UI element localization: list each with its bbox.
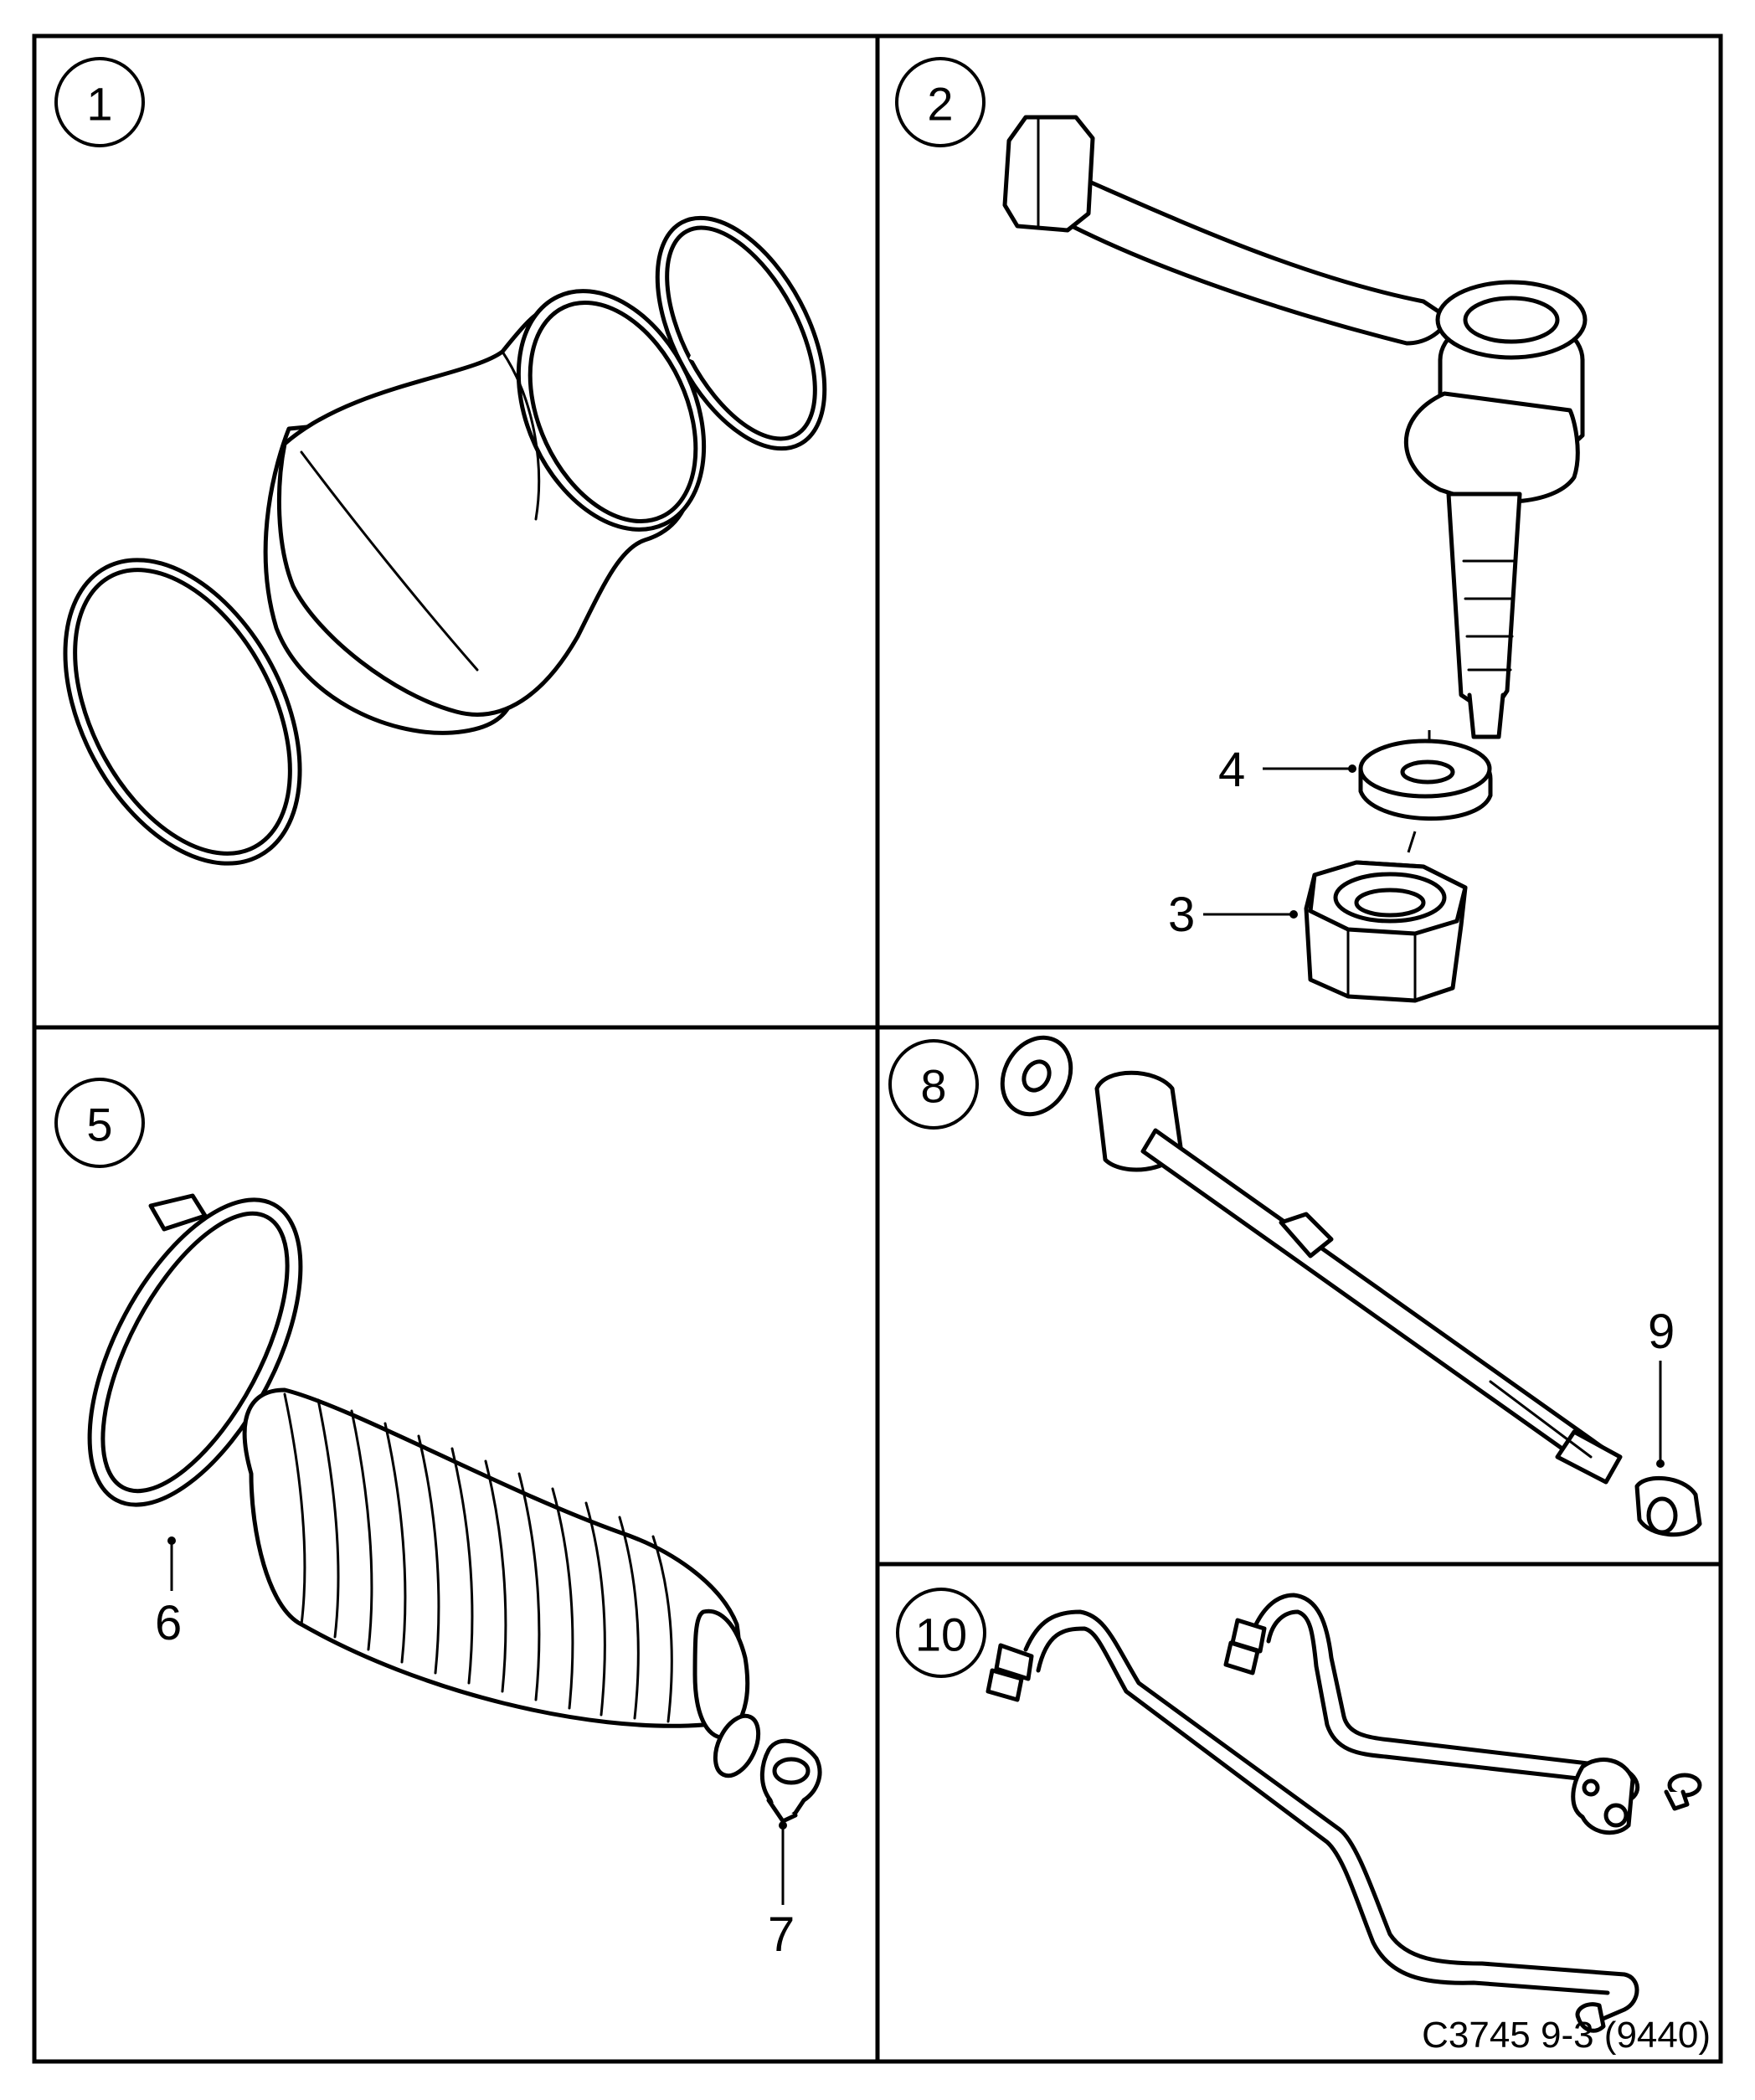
rack-bellows [242, 1387, 761, 1778]
hydraulic-line-a [986, 1609, 1639, 2033]
panel-badge-1: 1 [54, 57, 145, 147]
panel-badge-10: 10 [896, 1588, 986, 1678]
svg-text:8: 8 [920, 1060, 946, 1113]
inner-tie-rod [1094, 1070, 1623, 1485]
callout-clamp-large: 6 [155, 1536, 182, 1650]
svg-text:9: 9 [1648, 1305, 1675, 1359]
boot-clamp-ring-small [655, 215, 827, 451]
callout-washer: 4 [1218, 743, 1356, 797]
lock-nut [1634, 1475, 1702, 1537]
ball-joint-boot [263, 289, 707, 735]
bellows-clamp-small [759, 1738, 822, 1824]
callout-clamp-small: 7 [768, 1821, 795, 1962]
line-bracket [1571, 1758, 1635, 1835]
lock-washer [1000, 1035, 1073, 1117]
panel-badge-2: 2 [895, 57, 986, 147]
svg-text:3: 3 [1168, 888, 1195, 942]
callout-nut: 3 [1168, 888, 1298, 942]
washer [1358, 739, 1493, 821]
bracket-bolt [1664, 1773, 1702, 1811]
boot-clamp-ring-large [63, 558, 302, 866]
svg-text:4: 4 [1218, 743, 1245, 797]
tie-rod-end [1002, 115, 1588, 739]
svg-text:6: 6 [155, 1596, 182, 1650]
panel-badge-8: 8 [888, 1039, 979, 1130]
svg-text:1: 1 [86, 78, 112, 131]
bellows-clamp-large [87, 1193, 303, 1507]
panel-frame [32, 33, 1723, 2064]
svg-text:5: 5 [86, 1099, 112, 1151]
svg-text:10: 10 [915, 1608, 967, 1661]
diagram-reference-caption: C3745 9-3 (9440) [1422, 2015, 1711, 2056]
panel-badge-5: 5 [54, 1078, 145, 1168]
callout-lock-nut: 9 [1648, 1305, 1675, 1468]
nut [1304, 860, 1468, 1003]
svg-text:2: 2 [927, 78, 953, 131]
svg-text:7: 7 [768, 1907, 795, 1962]
